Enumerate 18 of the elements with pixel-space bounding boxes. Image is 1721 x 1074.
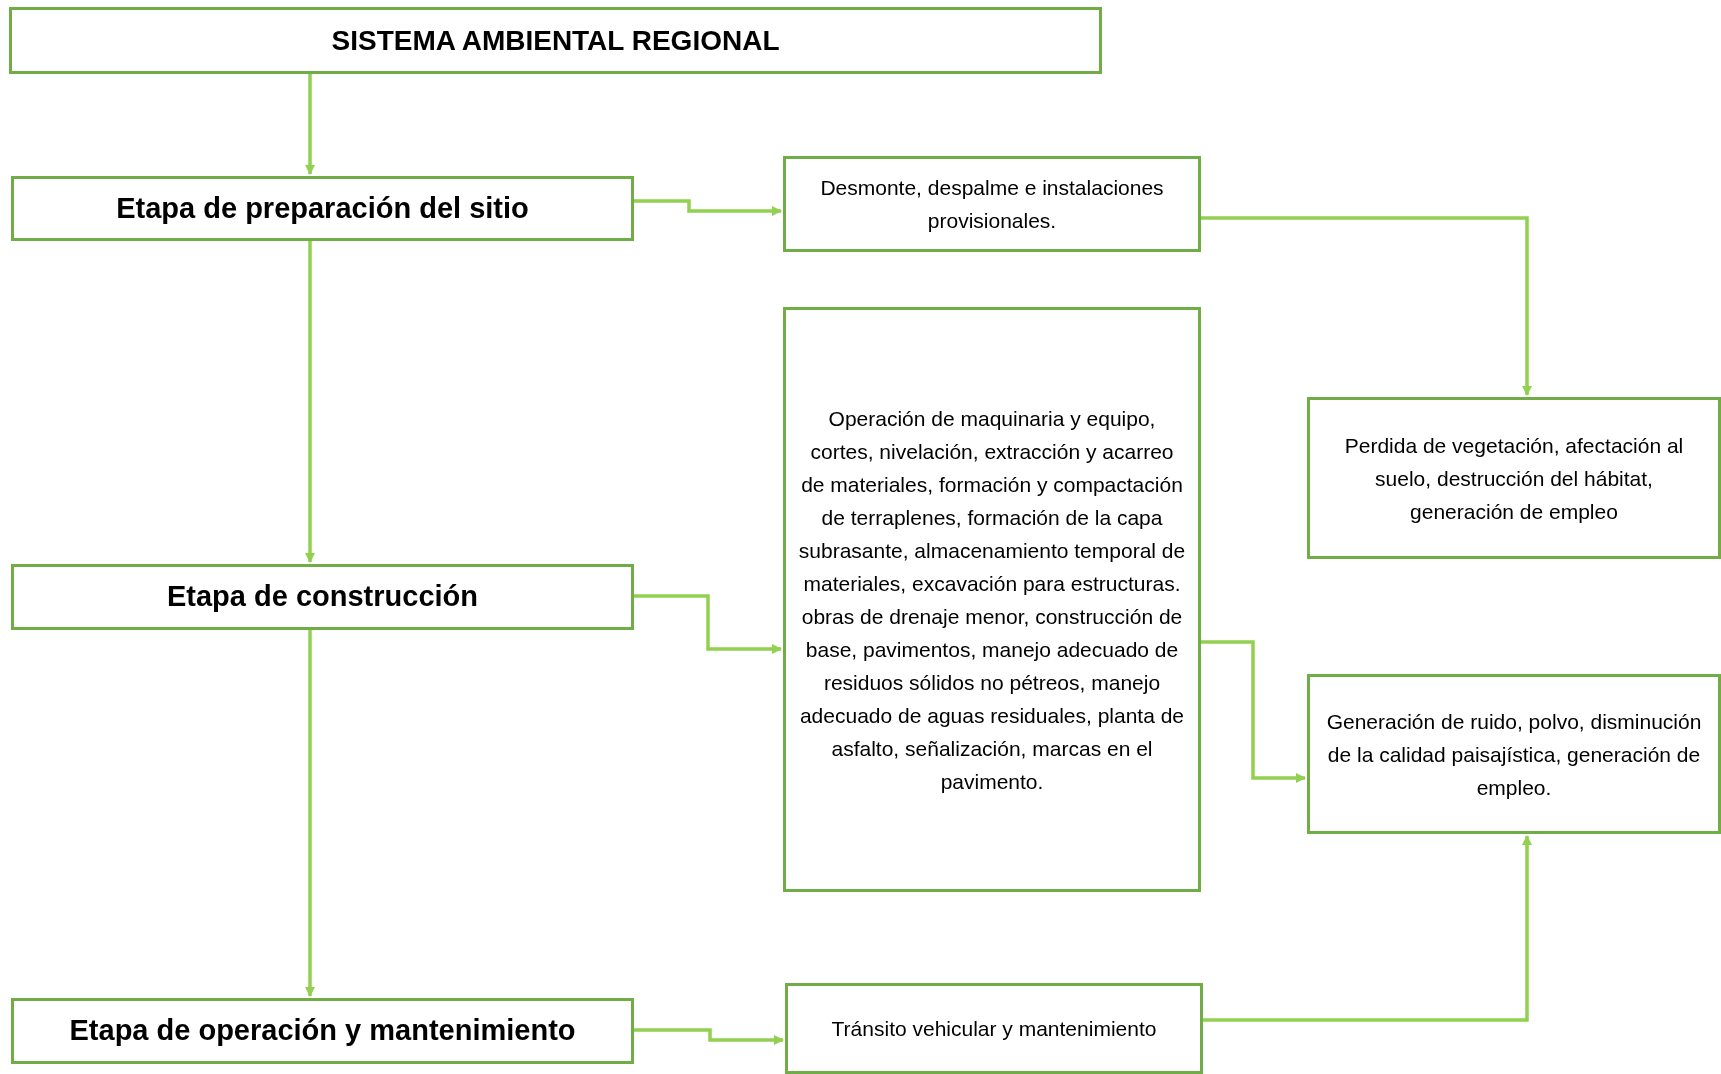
process-box: Desmonte, despalme e instalaciones provisionales. <box>783 156 1201 252</box>
arrow <box>305 74 315 175</box>
arrow <box>634 594 782 654</box>
process-box: Tránsito vehicular y mantenimiento <box>785 983 1203 1074</box>
arrow <box>634 199 782 216</box>
title-box: SISTEMA AMBIENTAL REGIONAL <box>9 7 1102 74</box>
process-box: Perdida de vegetación, afectación al suelo, destrucción del hábitat, generación de empleo <box>1307 397 1721 559</box>
arrow <box>305 241 315 563</box>
arrow <box>1201 640 1306 783</box>
stage-box: Etapa de preparación del sitio <box>11 176 634 241</box>
arrow <box>1201 216 1532 396</box>
arrow <box>305 630 315 997</box>
process-box: Generación de ruido, polvo, disminución de la calidad paisajística, generación de empleo. <box>1307 674 1721 834</box>
stage-box: Etapa de construcción <box>11 564 634 630</box>
stage-box: Etapa de operación y mantenimiento <box>11 998 634 1064</box>
process-box: Operación de maquinaria y equipo, cortes, nivelación, extracción y acarreo de materiales, formación y compactación de terraplenes, formación de la capa subrasante, almacenamiento temporal de materiales, excavación para estructuras. obras de drenaje menor, construcción de base, pavimentos, manejo adecuado de residuos sólidos no pétreos, manejo adecuado de aguas residuales, planta de asfalto, señalización, marcas en el pavimento. <box>783 307 1201 892</box>
arrow <box>634 1028 784 1045</box>
arrow <box>1203 835 1532 1022</box>
